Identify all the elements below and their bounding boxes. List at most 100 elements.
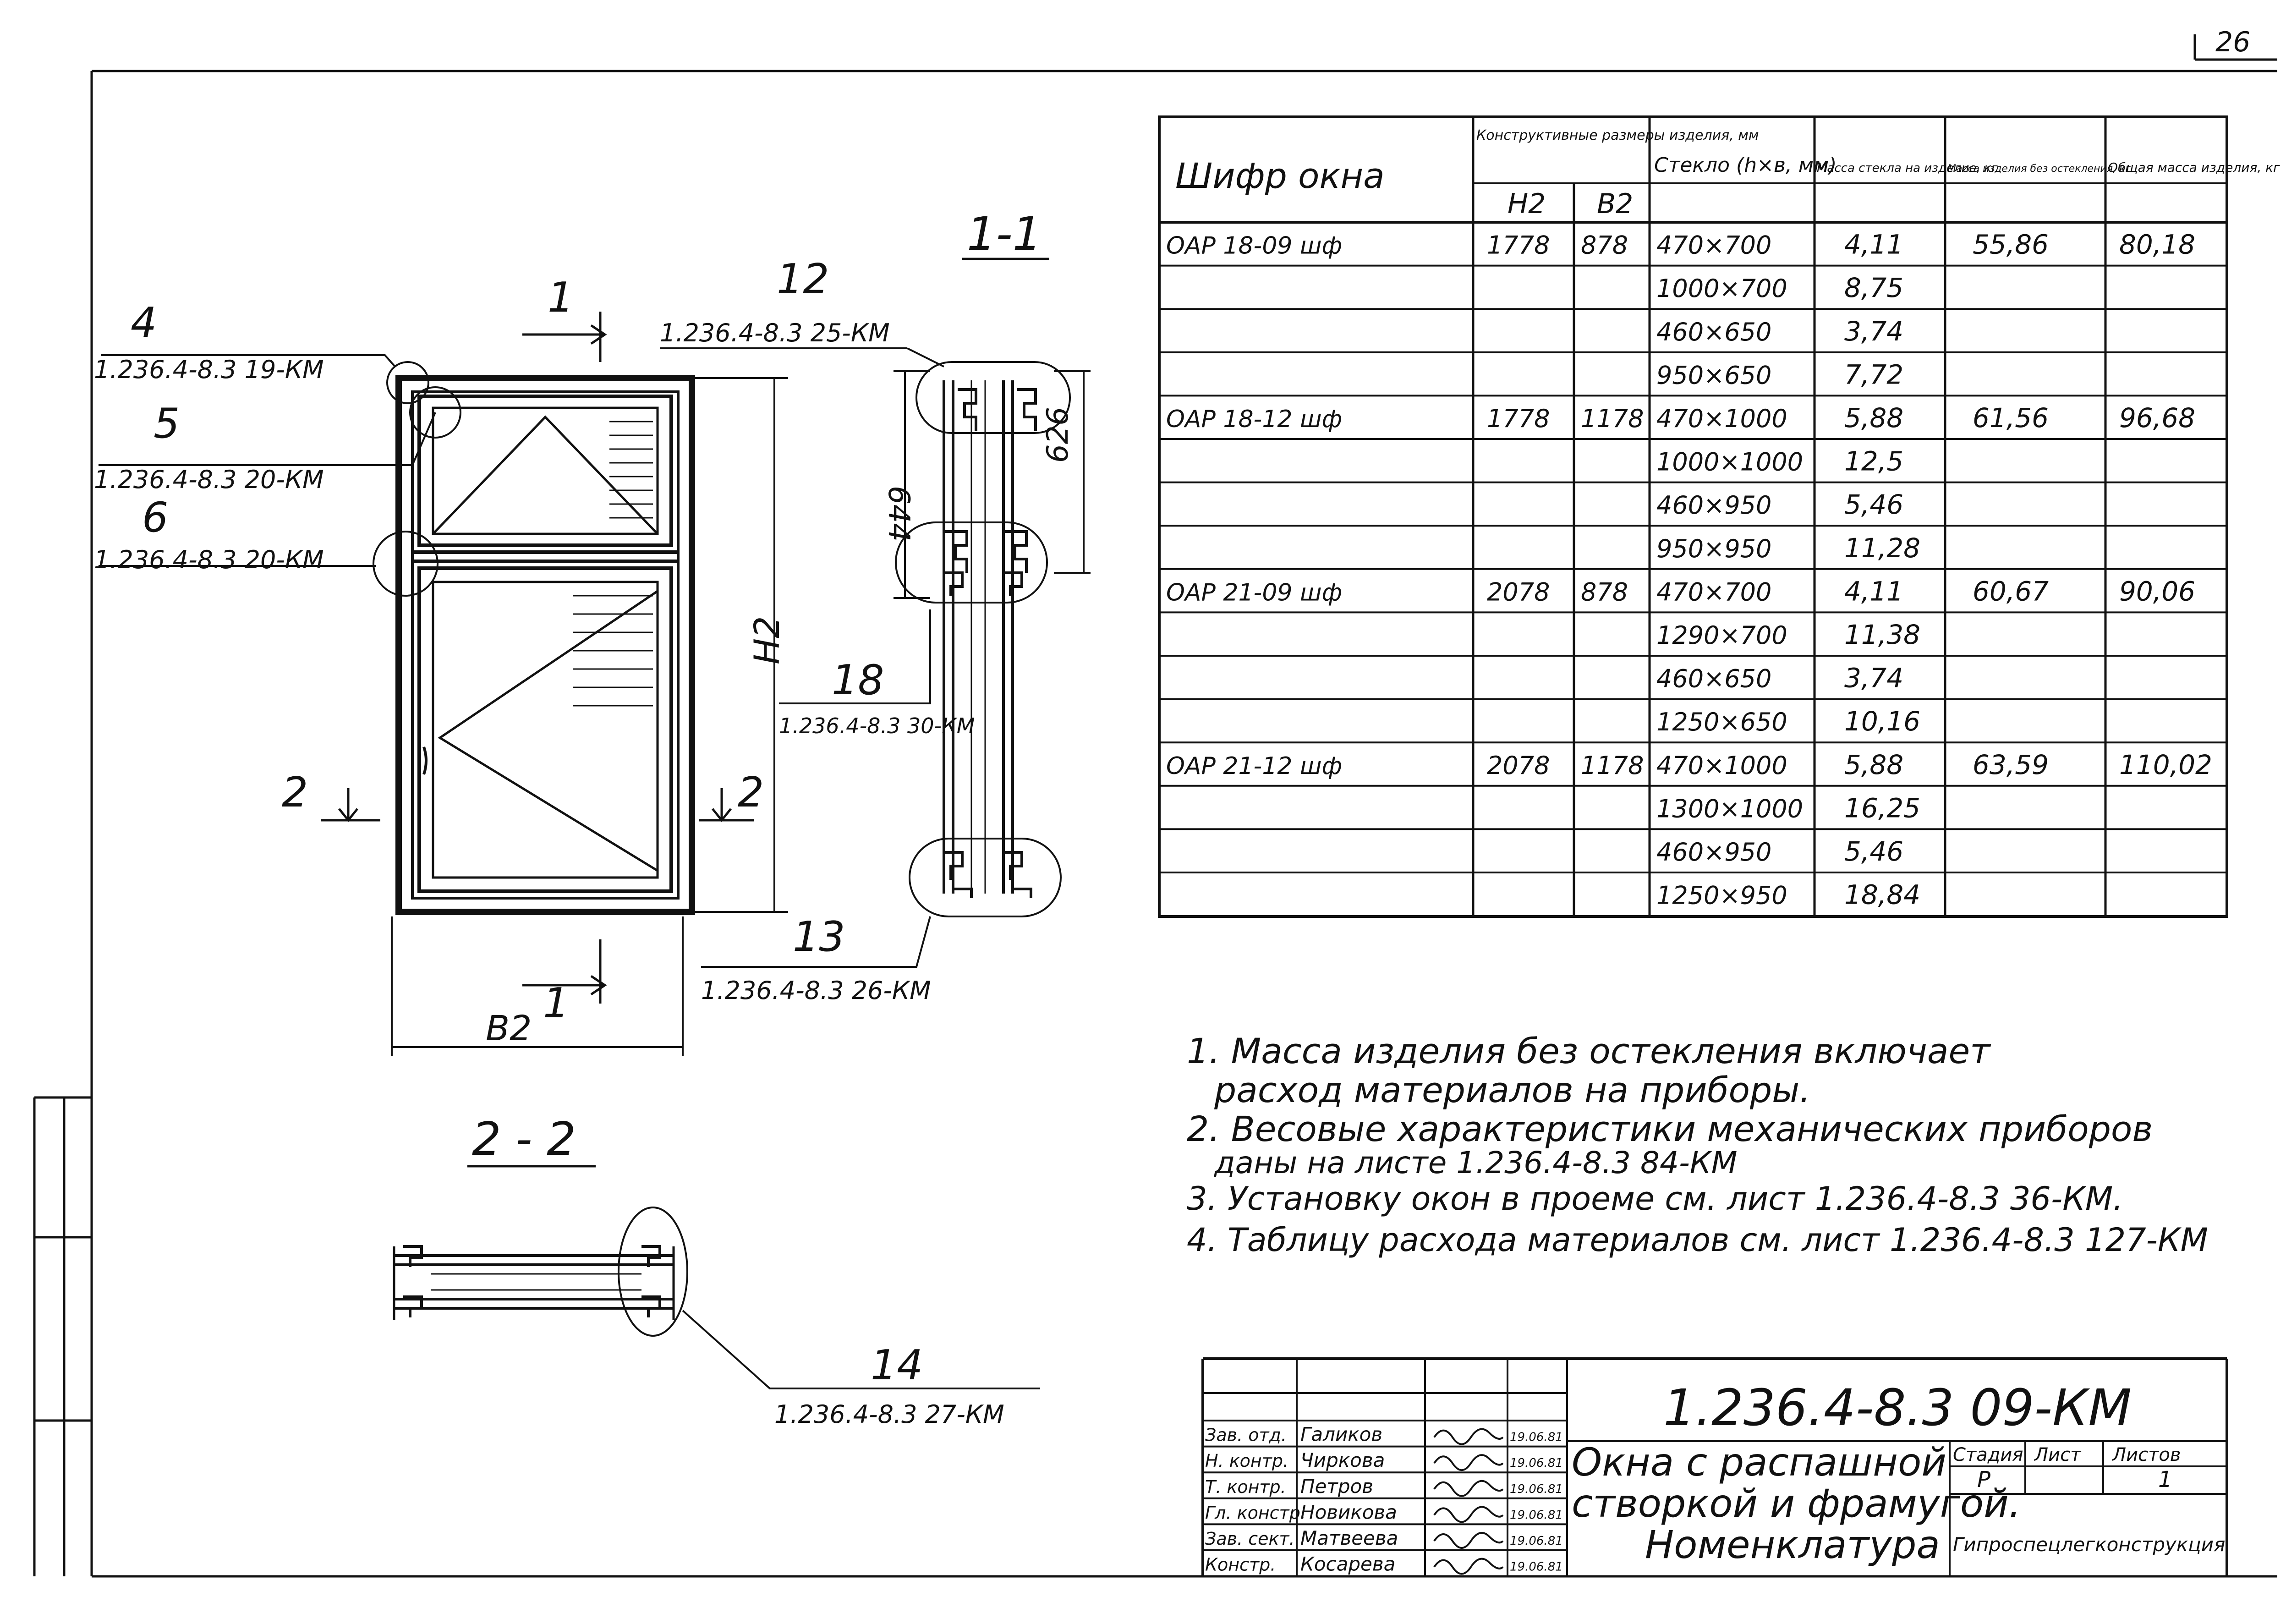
cell-code: ОАР 21-12 шф — [1166, 752, 1342, 780]
nomenclature-table-grid — [1158, 115, 2228, 918]
cell-glass: 1000×700 — [1656, 274, 1787, 303]
cell-glass: 460×950 — [1656, 838, 1771, 867]
note-2-cont: даны на листе 1.236.4-8.3 84-КМ — [1214, 1145, 1738, 1180]
cell-mass-glass: 11,38 — [1844, 619, 1920, 650]
note-1: 1. Масса изделия без остекления включает — [1187, 1031, 1991, 1071]
section-2-2-profile — [393, 1207, 1040, 1389]
stage-label: Стадия — [1953, 1444, 2023, 1465]
title-line-3: Номенклатура — [1645, 1522, 1940, 1567]
cell-mass-glass: 3,74 — [1844, 316, 1903, 347]
signer-role: Зав. сект. — [1205, 1529, 1295, 1549]
callout-18-number: 18 — [832, 656, 884, 704]
signer-name: Петров — [1300, 1475, 1373, 1498]
title-block-grid — [1201, 1357, 2228, 1576]
cell-glass: 1300×1000 — [1656, 794, 1803, 823]
cell-mass-glass: 16,25 — [1844, 792, 1920, 823]
cell-glass: 470×1000 — [1656, 404, 1787, 433]
signer-role: Зав. отд. — [1205, 1425, 1287, 1445]
cell-glass: 950×650 — [1656, 361, 1771, 390]
signature-scribble — [1433, 1480, 1504, 1497]
callout-12-number: 12 — [777, 255, 829, 303]
header-mass-total: Общая масса изделия, кг — [2108, 160, 2280, 175]
cell-mass-glass: 5,46 — [1844, 489, 1903, 520]
cut-2-right-label: 2 — [738, 768, 764, 817]
signer-role: Констр. — [1205, 1555, 1276, 1575]
callout-13-ref: 1.236.4-8.3 26-КМ — [701, 976, 931, 1005]
sheet-border — [90, 70, 2277, 1578]
table-row: 1300×1000 16,25 — [1656, 792, 1920, 823]
note-2: 2. Весовые характеристики механических п… — [1187, 1108, 2153, 1149]
cell-h2: 2078 — [1487, 577, 1550, 606]
dim-644-line — [894, 370, 930, 599]
cell-mass-glass: 5,88 — [1844, 402, 1903, 433]
cell-mass-glass: 8,75 — [1844, 272, 1903, 303]
cell-glass: 1250×650 — [1656, 708, 1787, 736]
header-b2: В2 — [1597, 188, 1633, 220]
cell-mass-glass: 11,28 — [1844, 532, 1920, 564]
title-line-1: Окна с распашной — [1572, 1440, 1946, 1485]
cell-h2: 1778 — [1487, 404, 1550, 433]
sheets-value: 1 — [2158, 1467, 2172, 1492]
stage-value: Р — [1977, 1467, 1990, 1492]
left-margin-strip — [33, 1096, 92, 1576]
table-row: 460×950 5,46 — [1656, 836, 1903, 867]
table-row: 1290×700 11,38 — [1656, 619, 1920, 650]
signer-role: Н. контр. — [1205, 1451, 1288, 1471]
section-1-1-title: 1-1 — [967, 207, 1042, 261]
section-1-1-profile — [701, 361, 1091, 968]
casement-hatching — [573, 595, 653, 707]
height-dim-label: Н2 — [746, 616, 787, 664]
cell-code: ОАР 21-09 шф — [1166, 579, 1342, 606]
signer-date: 19.06.81 — [1510, 1456, 1563, 1470]
cell-glass: 460×650 — [1656, 664, 1771, 693]
signer-name: Матвеева — [1300, 1527, 1398, 1549]
callout-14-ref: 1.236.4-8.3 27-КМ — [774, 1400, 1004, 1429]
signer-name: Новикова — [1300, 1501, 1397, 1523]
callout-4-ref: 1.236.4-8.3 19-КМ — [94, 355, 324, 384]
window-outer-frame — [395, 375, 695, 915]
window-elevation — [99, 312, 944, 1056]
transom-sash — [417, 395, 673, 547]
signature-scribble — [1433, 1558, 1504, 1575]
callout-6-ref: 1.236.4-8.3 20-КМ — [94, 545, 324, 574]
cell-mass-glass: 5,46 — [1844, 836, 1903, 867]
cell-mass-total: 96,68 — [2119, 402, 2195, 433]
transom-hatching — [609, 421, 653, 519]
sheet-corner-mark: 26 — [2215, 26, 2250, 58]
signer-date: 19.06.81 — [1510, 1482, 1563, 1496]
header-glass: Стекло (h×в, мм) — [1654, 154, 1836, 177]
callout-12-ref: 1.236.4-8.3 25-КМ — [660, 318, 890, 347]
section-2-2-title: 2 - 2 — [472, 1112, 576, 1166]
cell-h2: 1778 — [1487, 231, 1550, 260]
cell-mass-glass: 4,11 — [1844, 576, 1903, 607]
cell-mass-no-glass: 61,56 — [1973, 402, 2049, 433]
cell-glass: 470×700 — [1656, 231, 1771, 260]
table-row: 1000×700 8,75 — [1656, 272, 1903, 303]
cell-glass: 1250×950 — [1656, 881, 1787, 910]
cell-glass: 1290×700 — [1656, 621, 1787, 650]
cell-mass-glass: 5,88 — [1844, 749, 1903, 780]
header-mass-no-glass: Масса изделия без остекления, кг — [1947, 163, 2131, 175]
signature-scribble — [1433, 1454, 1504, 1471]
table-row: 460×650 3,74 — [1656, 663, 1903, 694]
dim-644-label: 644 — [882, 486, 915, 542]
cell-mass-glass: 18,84 — [1844, 879, 1920, 911]
doc-code: 1.236.4-8.3 09-КМ — [1663, 1378, 2132, 1437]
cell-glass: 470×1000 — [1656, 751, 1787, 780]
signature-scribble — [1433, 1532, 1504, 1549]
cell-mass-no-glass: 55,86 — [1973, 229, 2049, 260]
org-name: Гипроспецлегконструкция — [1953, 1533, 2225, 1556]
header-h2: Н2 — [1508, 188, 1546, 220]
cell-mass-glass: 3,74 — [1844, 663, 1903, 694]
